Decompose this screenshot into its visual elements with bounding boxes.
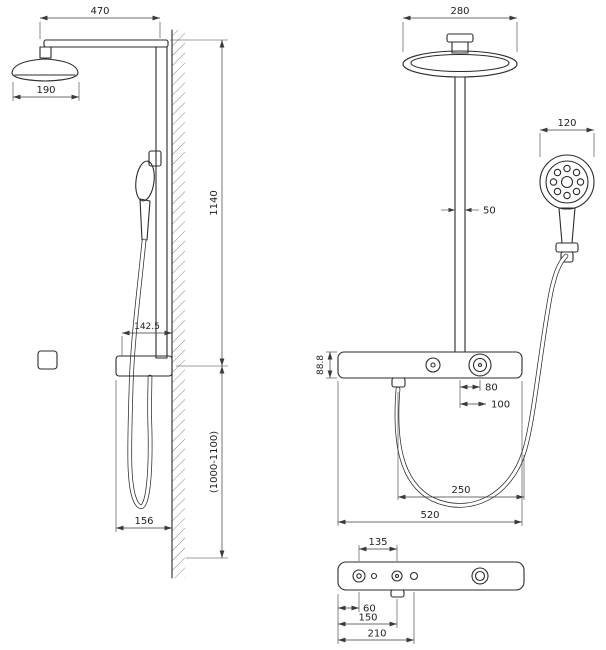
hand-shower-front	[539, 154, 595, 263]
side-view-dimensions: 470 190 1140 (1000-1100)	[12, 6, 228, 559]
knob-top	[352, 569, 366, 583]
riser-pipe-side	[155, 46, 168, 359]
dimension-hand-shower-width: 120	[539, 118, 595, 157]
dim-label-120: 120	[557, 118, 576, 129]
hand-shower-handle-front	[558, 207, 576, 244]
right-knob-inner	[472, 357, 488, 373]
dim-label-50: 50	[483, 206, 496, 217]
hand-shower-bracket	[555, 242, 579, 253]
dim-label-250: 250	[451, 485, 470, 496]
dimension-head-width-front: 280	[402, 6, 518, 52]
dim-label-100: 100	[491, 400, 510, 411]
valve-knob-side	[37, 350, 58, 370]
dim-label-280: 280	[450, 6, 469, 17]
dim-label-150: 150	[358, 613, 377, 624]
dim-label-1000-1100: (1000-1100)	[209, 431, 220, 493]
wall-hatch	[172, 30, 185, 578]
dimension-edge-to-knob: 60	[337, 592, 376, 644]
dim-label-135: 135	[368, 537, 387, 548]
outlet-top	[391, 570, 403, 582]
dim-label-156: 156	[134, 516, 153, 527]
dimension-edge-to-diverter: 210	[338, 592, 415, 644]
shelf-top	[337, 561, 525, 591]
dimension-shelf-height: 88.8	[316, 351, 337, 379]
head-connector	[39, 46, 52, 59]
button-top	[370, 572, 378, 580]
dimension-edge-to-outlet: 150	[338, 599, 398, 628]
top-view-geometry	[337, 561, 525, 598]
dim-label-60: 60	[363, 604, 376, 615]
dimension-top-width: 470	[39, 6, 161, 39]
side-view: 470 190 1140 (1000-1100)	[11, 6, 228, 579]
dim-label-142-5: 142.5	[134, 322, 160, 332]
spray-center	[560, 175, 574, 189]
dimension-outlet-offset-front: 100	[460, 400, 510, 411]
shelf-side	[115, 355, 173, 377]
slider-bracket-side	[148, 150, 162, 167]
shower-arm	[43, 39, 169, 48]
dimension-head-width: 190	[12, 82, 80, 101]
left-knob-dot	[430, 362, 436, 368]
arm-fitting	[451, 41, 469, 54]
front-view: 280 50 120 88.8	[316, 6, 595, 526]
hand-shower-head-side	[135, 160, 155, 202]
hose-outlet-top	[390, 589, 405, 598]
hose-front-outline	[394, 253, 569, 508]
front-view-geometry	[337, 33, 595, 508]
dim-label-80: 80	[485, 383, 498, 394]
front-view-dimensions: 280 50 120 88.8	[316, 6, 595, 526]
dimension-pipe-width: 50	[441, 206, 496, 217]
dim-label-210: 210	[367, 629, 386, 640]
dim-label-1140: 1140	[209, 190, 220, 215]
top-view-dimensions: 135 60 150 210	[337, 537, 415, 644]
hose-outlet-front	[391, 377, 406, 388]
dimension-column-height: 1140	[170, 39, 228, 367]
rain-head-front-inner	[410, 53, 510, 73]
dimension-outlet-offset: 142.5	[121, 322, 172, 356]
dim-label-190: 190	[36, 85, 55, 96]
dimension-install-height: (1000-1100)	[186, 366, 228, 559]
right-knob-front	[468, 353, 492, 377]
right-knob-dot	[477, 362, 483, 368]
dimension-shelf-width: 520	[337, 381, 523, 526]
dimension-hose-span: 250	[397, 392, 525, 500]
diverter-top	[409, 571, 419, 581]
hand-shower-handle-side	[139, 198, 151, 241]
arm-fitting-cap	[446, 33, 474, 43]
dim-label-470: 470	[90, 6, 109, 17]
side-view-geometry	[11, 29, 185, 579]
riser-pipe-front	[454, 76, 466, 353]
rain-head-side	[11, 58, 79, 82]
spray-nozzles	[549, 164, 585, 200]
dim-label-520: 520	[420, 510, 439, 521]
dim-label-88-8: 88.8	[316, 355, 326, 375]
dimension-shelf-depth: 156	[115, 380, 172, 532]
dimension-knob-to-outlet: 135	[358, 537, 398, 561]
left-knob-front	[425, 357, 441, 373]
top-view: 135 60 150 210	[337, 537, 525, 644]
right-knob-top	[471, 567, 489, 585]
hose-side-fill	[128, 239, 152, 509]
hand-shower-bracket-stem	[560, 251, 574, 263]
shelf-front	[337, 351, 523, 379]
hose-front-fill	[395, 254, 568, 507]
